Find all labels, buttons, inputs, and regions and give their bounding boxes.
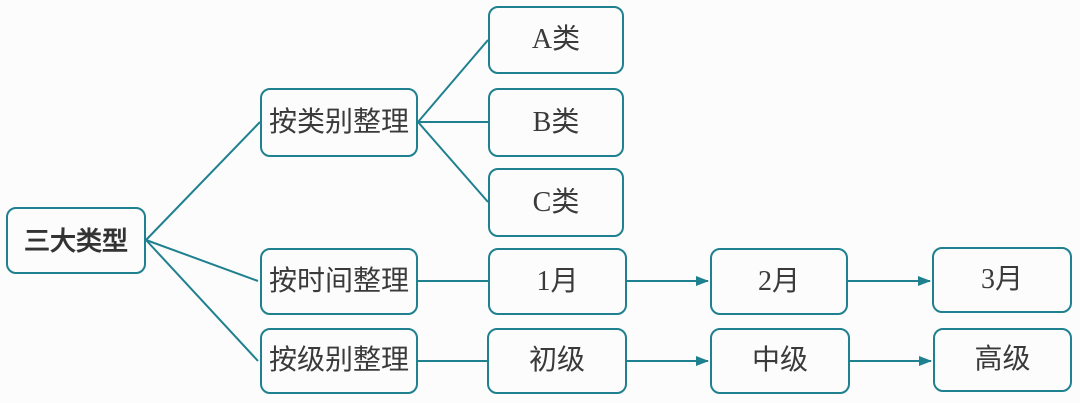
connector-root-to-level [145,239,259,362]
node-branch-time[interactable]: 按时间整理 [260,248,418,315]
node-branch-time-label: 按时间整理 [268,265,409,297]
node-month-1-label: 1月 [536,265,579,297]
node-class-b-label: B类 [532,106,580,138]
node-branch-category-label: 按类别整理 [268,106,409,138]
node-month-2[interactable]: 2月 [710,248,848,315]
connector-root-to-time [145,239,259,282]
node-class-a-label: A类 [531,24,581,55]
node-branch-level[interactable]: 按级别整理 [260,328,418,394]
node-month-2-label: 2月 [757,265,800,297]
node-branch-category[interactable]: 按类别整理 [260,88,418,157]
node-month-3-label: 3月 [980,264,1023,295]
node-level-intermediate-label: 中级 [751,345,808,376]
connector-root-to-category [145,121,261,241]
node-level-advanced[interactable]: 高级 [933,328,1072,392]
node-level-intermediate[interactable]: 中级 [710,328,850,394]
connector-category-to-c [417,121,489,203]
node-month-1[interactable]: 1月 [488,248,627,315]
node-month-3[interactable]: 3月 [932,247,1072,313]
node-level-beginner[interactable]: 初级 [487,328,627,394]
connector-category-to-a [417,39,489,123]
node-root-label: 三大类型 [23,225,128,256]
node-class-c[interactable]: C类 [488,168,624,237]
node-class-c-label: C类 [532,186,580,218]
node-level-beginner-label: 初级 [528,345,585,376]
node-branch-level-label: 按级别整理 [268,345,409,376]
node-root[interactable]: 三大类型 [6,207,146,274]
node-level-advanced-label: 高级 [974,344,1031,375]
node-class-a[interactable]: A类 [488,6,624,74]
node-class-b[interactable]: B类 [488,88,624,157]
